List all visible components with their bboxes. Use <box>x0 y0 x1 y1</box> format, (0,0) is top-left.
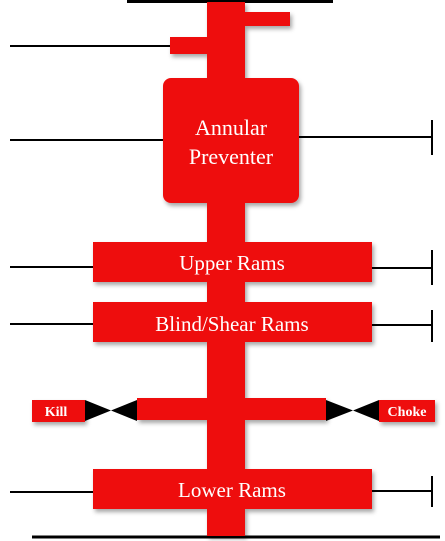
upper-rams-block <box>93 242 372 282</box>
lower-rams-label: Lower Rams <box>178 478 286 502</box>
top-left-flange <box>170 37 210 54</box>
annular-label-line2: Preventer <box>189 144 274 169</box>
kill-label-box <box>32 400 85 422</box>
choke-label: Choke <box>388 405 427 420</box>
kill-valve-icon <box>85 400 137 421</box>
annular-label-line1: Annular <box>195 115 268 140</box>
upper-rams-label: Upper Rams <box>179 251 285 275</box>
kill-choke-line-block <box>137 398 326 420</box>
lower-rams-block <box>93 469 372 509</box>
choke-label-box <box>379 400 435 422</box>
kill-label: Kill <box>45 405 68 420</box>
blind-shear-rams-block <box>93 302 372 342</box>
red-stack <box>32 2 435 536</box>
annular-preventer-block <box>163 78 299 203</box>
blind-shear-rams-label: Blind/Shear Rams <box>155 312 308 336</box>
top-right-flange <box>243 12 290 26</box>
choke-valve-icon <box>326 400 379 421</box>
